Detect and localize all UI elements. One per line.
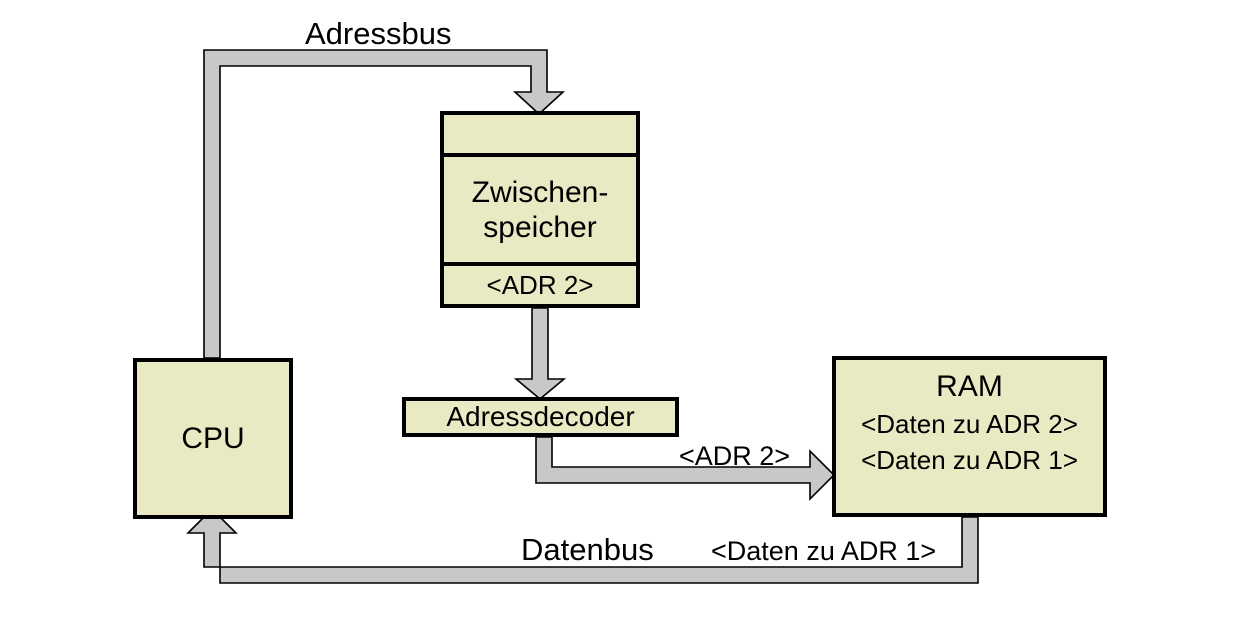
adressdecoder-to-ram-arrow [535,436,836,501]
zwischenspeicher-top-cell [444,115,636,157]
zwischenspeicher-label-line1: Zwischen- [471,175,609,209]
zwischenspeicher-label-cell: Zwischen- speicher [444,157,636,266]
adressdecoder-block[interactable]: Adressdecoder [402,397,679,437]
zwischenspeicher-to-adressdecoder-arrow [513,307,567,401]
datenbus-path [186,507,979,584]
ram-title: RAM [936,370,1003,403]
cpu-block[interactable]: CPU [133,358,293,519]
cpu-label: CPU [181,421,245,455]
ram-block[interactable]: RAM <Daten zu ADR 2> <Daten zu ADR 1> [832,356,1107,517]
zwischenspeicher-value-cell: <ADR 2> [486,269,594,300]
adressbus-path [203,49,566,359]
zwischenspeicher-block[interactable]: Zwischen- speicher <ADR 2> [440,111,640,308]
ram-row-adr2: <Daten zu ADR 2> [861,409,1078,439]
zwischenspeicher-label-line2: speicher [483,210,597,244]
datenbus-value-label: <Daten zu ADR 1> [711,536,937,566]
decoder-to-ram-label: <ADR 2> [679,441,791,471]
ram-row-adr1: <Daten zu ADR 1> [861,445,1078,475]
adressdecoder-label: Adressdecoder [446,401,635,432]
datenbus-label: Datenbus [521,532,654,567]
adressbus-label: Adressbus [305,16,452,51]
